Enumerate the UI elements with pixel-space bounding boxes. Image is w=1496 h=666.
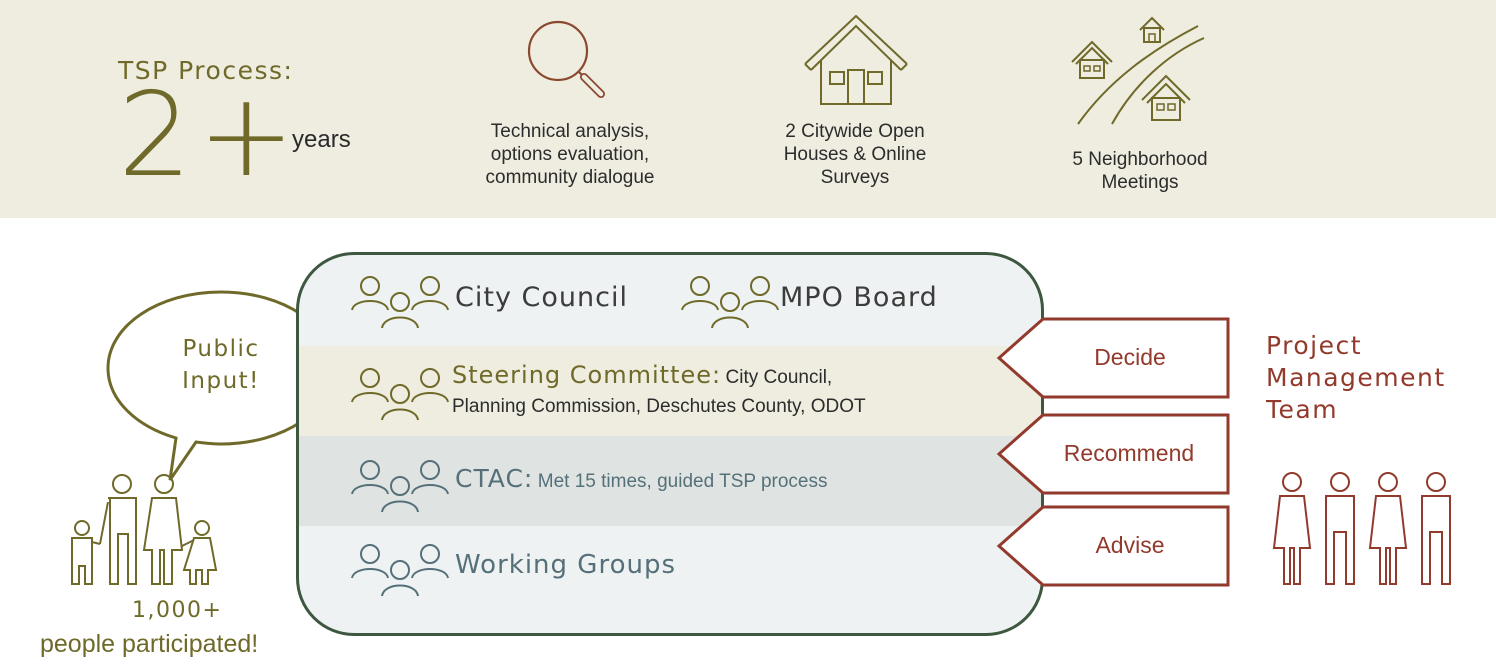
ctac-row-bg xyxy=(299,436,1041,526)
recommend-tab xyxy=(996,413,1230,495)
steering-committee-line1: Steering Committee: City Council, xyxy=(452,361,832,389)
pmt-title: Project Management Team xyxy=(1266,331,1446,424)
people-group-icon xyxy=(351,544,449,597)
people-group-icon xyxy=(351,368,449,421)
decide-tab xyxy=(996,317,1230,399)
city-council-label: City Council xyxy=(455,282,628,313)
ctac-line: CTAC: Met 15 times, guided TSP process xyxy=(455,464,828,493)
public-input-text: Public Input! xyxy=(182,336,260,394)
phase-neighborhood-caption: 5 Neighborhood Meetings xyxy=(1072,149,1208,193)
house-icon xyxy=(804,14,908,105)
phase-openhouse-caption: 2 Citywide Open Houses & Online Surveys xyxy=(783,121,927,188)
magnifier-icon xyxy=(527,20,605,98)
steering-row-bg xyxy=(299,346,1041,436)
team-icon xyxy=(1272,472,1451,585)
ctac-title: CTAC: xyxy=(455,464,534,493)
governance-box xyxy=(296,252,1044,636)
participants-label: people participated! xyxy=(40,630,259,658)
steering-committee-title: Steering Committee: xyxy=(452,361,722,389)
phase-analysis-caption: Technical analysis, options evaluation, … xyxy=(485,121,655,188)
working-groups-label: Working Groups xyxy=(455,550,677,580)
steering-members-line1: City Council, xyxy=(725,367,833,388)
steering-members-line2: Planning Commission, Deschutes County, O… xyxy=(452,396,866,417)
participant-count: 1,000+ xyxy=(132,598,223,623)
family-icon xyxy=(71,474,218,585)
duration-unit: years xyxy=(292,126,351,153)
neighborhood-icon xyxy=(1071,16,1205,125)
tsp-process-label: TSP Process: xyxy=(118,56,294,85)
duration-value: 2+ xyxy=(118,68,301,203)
people-group-icon xyxy=(681,276,779,329)
ctac-detail: Met 15 times, guided TSP process xyxy=(537,471,828,492)
header-band xyxy=(0,0,1496,218)
recommend-label: Recommend xyxy=(1063,440,1195,466)
advise-label: Advise xyxy=(1095,532,1165,558)
people-group-icon xyxy=(351,276,449,329)
people-group-icon xyxy=(351,460,449,513)
advise-tab xyxy=(996,505,1230,587)
mpo-board-label: MPO Board xyxy=(780,282,938,313)
decide-label: Decide xyxy=(1094,344,1166,370)
